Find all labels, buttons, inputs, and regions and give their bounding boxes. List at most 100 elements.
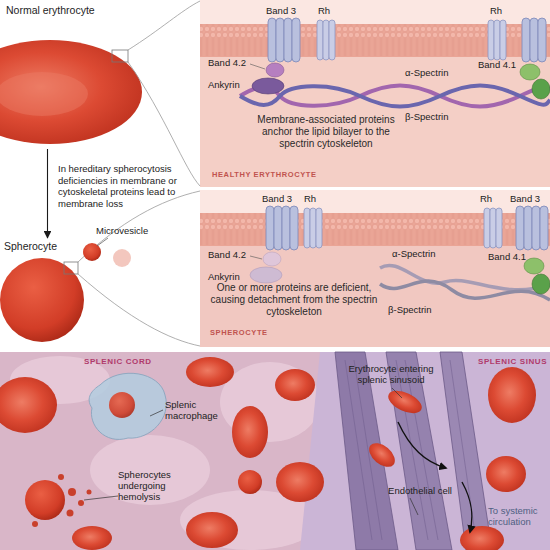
part-label: Endothelial cell (378, 486, 462, 497)
protein-label: β-Spectrin (405, 112, 448, 123)
leader-line (150, 410, 163, 416)
leader-line (84, 496, 118, 500)
ankyrin-protein (252, 78, 284, 94)
ankyrin-protein (250, 267, 282, 283)
hemolysis (25, 474, 92, 527)
band3-protein (266, 206, 548, 250)
cord-mesh (220, 362, 320, 442)
band3-helix (532, 206, 540, 250)
protein-label: Rh (304, 194, 316, 205)
cell-fragment (87, 490, 92, 495)
rh-helix (488, 20, 494, 60)
endothelial-cell (440, 352, 492, 550)
band3-helix (276, 18, 284, 62)
cell-label: Spherocyte (4, 240, 94, 253)
panel-description: One or more proteins are deficient, caus… (208, 282, 380, 318)
rh-helix (329, 20, 335, 60)
striation (450, 360, 476, 540)
spherocyte-sphere (0, 258, 84, 342)
splenic-macrophage (89, 373, 166, 439)
striation (405, 360, 438, 540)
protein-label: Band 4.1 (488, 252, 526, 263)
protein-label: Band 4.2 (208, 250, 246, 261)
rh-helix (490, 208, 496, 248)
erythrocyte (275, 369, 315, 401)
central-pallor (0, 72, 88, 116)
cord-mesh (10, 356, 110, 404)
rh-protein (304, 208, 502, 248)
spherocyte (238, 470, 262, 494)
part-label: To systemic circulation (488, 506, 548, 528)
protein-label: Rh (490, 6, 502, 17)
band41-protein (532, 274, 550, 294)
red-cells (0, 357, 536, 550)
microvesicles (83, 238, 131, 267)
membrane-panel: Membrane-associated proteins anchor the … (200, 0, 550, 187)
part-label: Splenic macrophage (165, 400, 227, 422)
erythrocyte (460, 526, 504, 550)
microvesicle (113, 249, 131, 267)
zoom-line (78, 274, 200, 346)
band42-protein (263, 252, 281, 266)
band3-helix (282, 206, 290, 250)
protein-label: Rh (318, 6, 330, 17)
striation (345, 360, 372, 540)
engulfed-spherocyte (109, 392, 135, 418)
erythrocyte (72, 526, 112, 550)
protein-label: α-Spectrin (392, 249, 436, 260)
band41-protein (532, 79, 550, 99)
spherocyte-membrane (200, 190, 550, 300)
striation (354, 360, 382, 540)
lipid-bilayer (200, 213, 550, 246)
band3-protein (268, 18, 300, 62)
rh-protein (317, 20, 506, 60)
rh-helix (304, 208, 310, 248)
part-label: Spherocytes undergoing hemolysis (118, 470, 182, 503)
cell-fragment (68, 488, 76, 496)
extracellular-space (200, 190, 550, 213)
band42-protein (266, 63, 284, 77)
endothelial-striations (345, 360, 476, 540)
zoom-line (128, 1, 200, 50)
lipid-bilayer (200, 213, 550, 245)
band3-helix (540, 206, 548, 250)
region-label: SPLENIC CORD (84, 357, 152, 366)
lipid-bilayer (200, 24, 550, 57)
alpha-spectrin (240, 86, 550, 107)
band3-helix (290, 206, 298, 250)
band41-protein (520, 64, 540, 80)
protein-label: α-Spectrin (405, 68, 449, 79)
rh-helix (317, 20, 323, 60)
process-arrow (47, 149, 48, 238)
healthy-membrane (200, 0, 550, 107)
cell-shape (0, 2, 150, 148)
microvesicle (83, 243, 101, 261)
rh-helix (500, 20, 506, 60)
zoom-box (112, 50, 128, 62)
protein-label: Band 4.1 (478, 60, 516, 71)
erythrocyte (232, 406, 268, 458)
part-label: Microvesicle (96, 226, 148, 237)
erythrocyte (365, 438, 400, 471)
erythrocyte (276, 462, 324, 502)
splenic-sinus (300, 352, 550, 550)
band3-protein (522, 18, 546, 62)
erythrocyte (488, 367, 536, 423)
leader-line (97, 238, 108, 246)
cell-label: Normal erythrocyte (6, 4, 146, 17)
band3-helix (524, 206, 532, 250)
panel-heading: HEALTHY ERYTHROCYTE (212, 170, 432, 179)
zoom-leaders (64, 1, 200, 346)
protein-label: Band 3 (510, 194, 540, 205)
protein-label: β-Spectrin (388, 305, 431, 316)
zoom-box (64, 262, 78, 274)
erythrocyte (186, 512, 238, 548)
endothelial-cell (386, 352, 452, 550)
protein-label: Band 3 (266, 6, 296, 17)
spherocyte-cell: Spherocyte (0, 240, 95, 344)
erythrocyte-disc (0, 40, 142, 144)
edge-label: In hereditary spherocytosis deficiencies… (58, 163, 196, 209)
